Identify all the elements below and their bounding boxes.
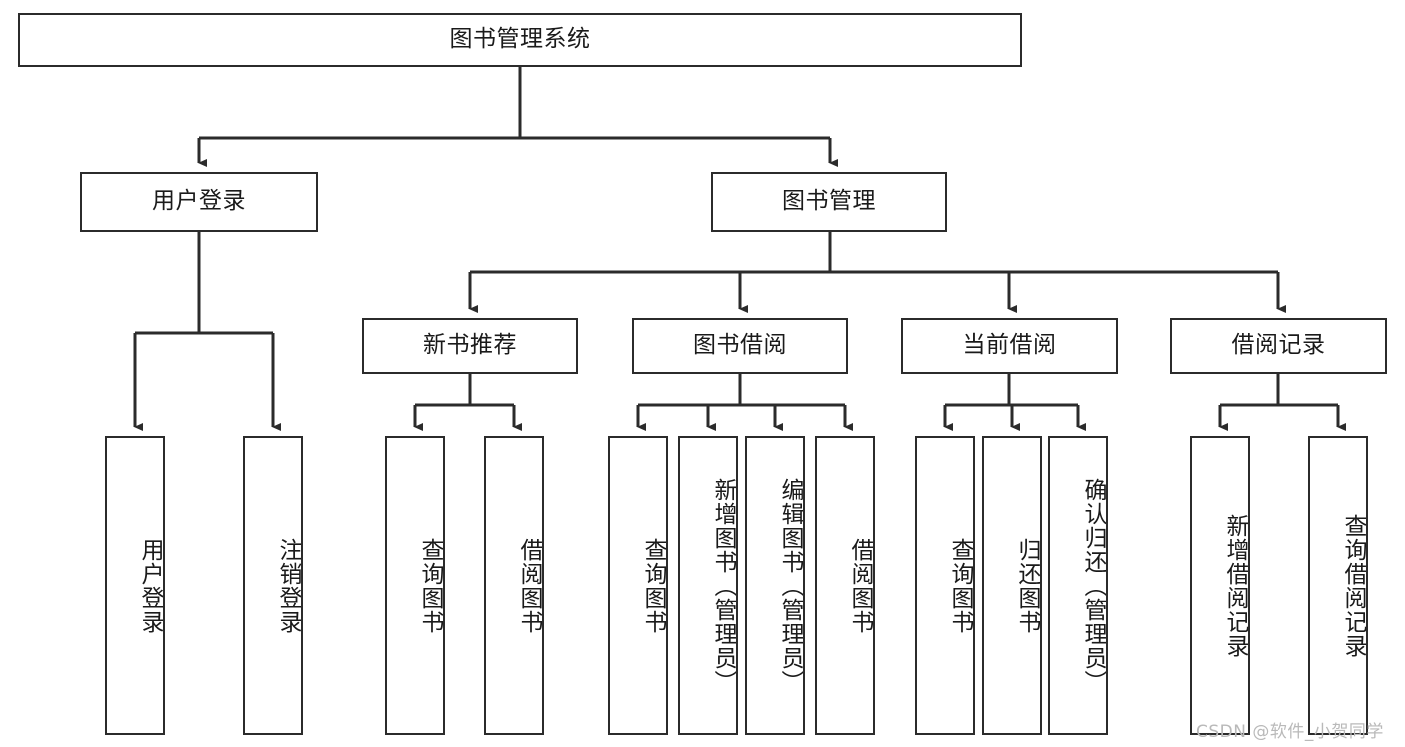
- node-book-management[interactable]: 图书管理: [711, 172, 947, 232]
- node-leaf-query-book-recommend-label: 查询图书: [417, 537, 443, 634]
- node-leaf-add-book-admin-label: 新增图书（管理员）: [710, 477, 736, 694]
- node-new-book-recommend[interactable]: 新书推荐: [362, 318, 578, 374]
- node-leaf-query-borrow-record[interactable]: 查询借阅记录: [1308, 436, 1368, 735]
- node-leaf-confirm-return-admin-label: 确认归还（管理员）: [1080, 477, 1106, 694]
- node-leaf-user-login[interactable]: 用户登录: [105, 436, 165, 735]
- node-leaf-return-book-label: 归还图书: [1014, 537, 1040, 634]
- node-leaf-add-borrow-record[interactable]: 新增借阅记录: [1190, 436, 1250, 735]
- node-new-book-recommend-label: 新书推荐: [423, 332, 517, 359]
- node-leaf-user-login-label: 用户登录: [137, 537, 163, 634]
- node-leaf-add-book-admin[interactable]: 新增图书（管理员）: [678, 436, 738, 735]
- node-user-login[interactable]: 用户登录: [80, 172, 318, 232]
- node-leaf-borrow-book-recommend[interactable]: 借阅图书: [484, 436, 544, 735]
- node-leaf-query-book-current-label: 查询图书: [947, 537, 973, 634]
- node-leaf-edit-book-admin[interactable]: 编辑图书（管理员）: [745, 436, 805, 735]
- node-current-borrow[interactable]: 当前借阅: [901, 318, 1118, 374]
- node-leaf-borrow-book-label: 借阅图书: [847, 537, 873, 634]
- node-leaf-logout[interactable]: 注销登录: [243, 436, 303, 735]
- node-root[interactable]: 图书管理系统: [18, 13, 1022, 67]
- node-leaf-query-book-recommend[interactable]: 查询图书: [385, 436, 445, 735]
- node-leaf-query-book-borrow[interactable]: 查询图书: [608, 436, 668, 735]
- node-root-label: 图书管理系统: [449, 26, 591, 53]
- node-leaf-return-book[interactable]: 归还图书: [982, 436, 1042, 735]
- node-leaf-confirm-return-admin[interactable]: 确认归还（管理员）: [1048, 436, 1108, 735]
- node-leaf-borrow-book-recommend-label: 借阅图书: [516, 537, 542, 634]
- node-book-management-label: 图书管理: [782, 188, 876, 215]
- node-leaf-borrow-book[interactable]: 借阅图书: [815, 436, 875, 735]
- node-borrow-records-label: 借阅记录: [1231, 332, 1326, 359]
- node-leaf-logout-label: 注销登录: [275, 537, 301, 634]
- node-current-borrow-label: 当前借阅: [962, 332, 1057, 359]
- node-leaf-query-borrow-record-label: 查询借阅记录: [1340, 513, 1366, 658]
- node-borrow-records[interactable]: 借阅记录: [1170, 318, 1387, 374]
- csdn-watermark: CSDN @软件_小贺同学: [1196, 722, 1384, 742]
- node-leaf-edit-book-admin-label: 编辑图书（管理员）: [777, 477, 803, 694]
- node-leaf-query-book-current[interactable]: 查询图书: [915, 436, 975, 735]
- node-user-login-label: 用户登录: [152, 188, 246, 215]
- node-leaf-add-borrow-record-label: 新增借阅记录: [1222, 513, 1248, 658]
- node-book-borrow-label: 图书借阅: [693, 332, 787, 359]
- node-book-borrow[interactable]: 图书借阅: [632, 318, 848, 374]
- node-leaf-query-book-borrow-label: 查询图书: [640, 537, 666, 634]
